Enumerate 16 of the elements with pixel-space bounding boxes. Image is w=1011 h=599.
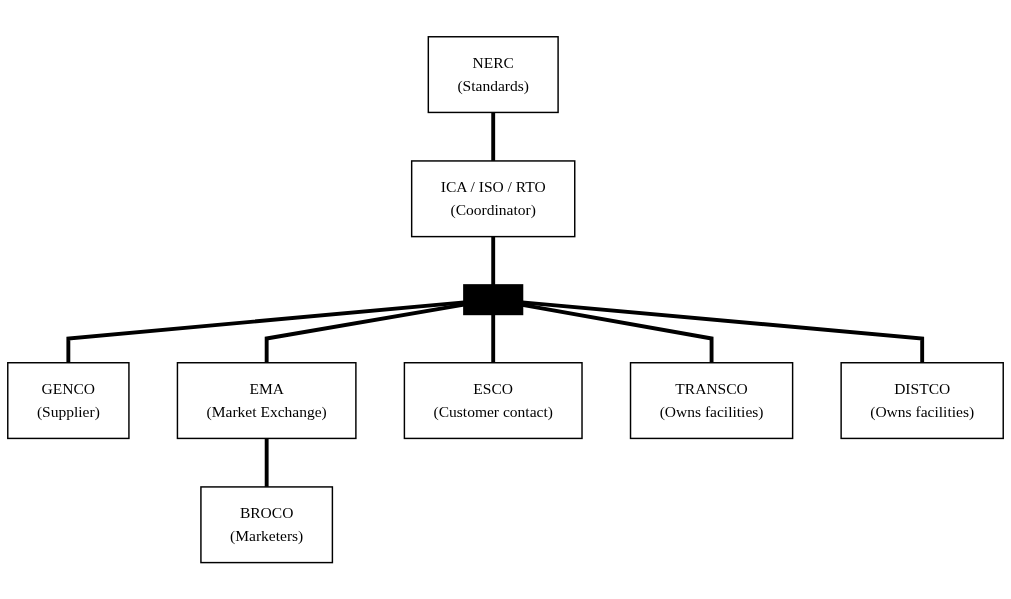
node-box: EMA (Market Exchange)	[176, 361, 357, 439]
connector	[66, 300, 465, 363]
connector	[491, 112, 496, 161]
connector	[491, 314, 496, 363]
node-box: ESCO (Customer contact)	[403, 361, 583, 439]
connector	[264, 438, 269, 487]
node-box: BROCO (Marketers)	[200, 486, 334, 564]
node-box: DISTCO (Owns facilities)	[840, 361, 1004, 439]
connector	[491, 236, 496, 285]
node-bar	[463, 283, 524, 315]
node-box: GENCO (Supplier)	[7, 361, 130, 439]
node-box: TRANSCO (Owns facilities)	[629, 361, 794, 439]
node-box: ICA / ISO / RTO (Coordinator)	[410, 160, 576, 238]
connector	[264, 302, 465, 363]
connector	[522, 300, 925, 363]
node-box: NERC (Standards)	[427, 35, 559, 113]
